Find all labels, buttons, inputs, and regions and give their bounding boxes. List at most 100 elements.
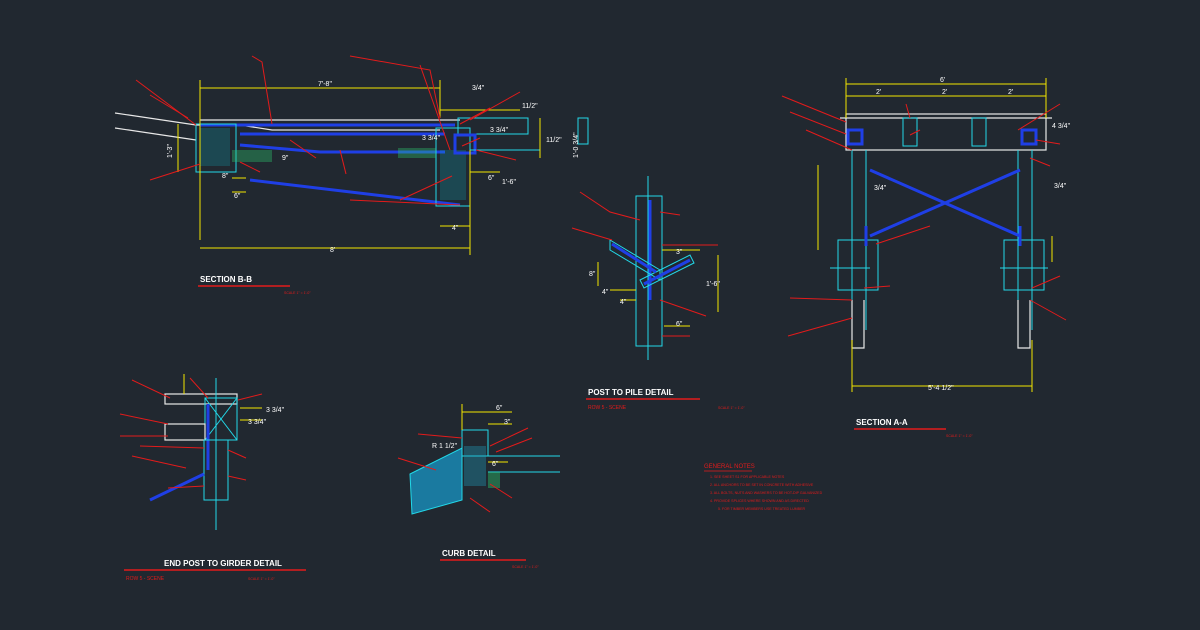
leader-stringer (475, 149, 517, 161)
section-bb-scale: SCALE 1" = 1'-0" (284, 291, 311, 295)
brace-steel-right (643, 258, 691, 286)
leader-plate (461, 137, 481, 147)
ep-leader-bolts (237, 393, 263, 401)
leader-thickened (239, 161, 261, 173)
aa-leader-mid-stringer (909, 129, 921, 136)
general-note-item: 4. PROVIDE SPLICES WHERE SHOWN AND AS DI… (710, 499, 809, 503)
dim-top-right: 3/4" (472, 85, 485, 92)
aa-leader-seal (1035, 139, 1061, 145)
leader-precast (339, 149, 347, 175)
ep-leader-girder (139, 445, 205, 449)
pp-dim-16-text: 1'-6" (706, 281, 720, 288)
general-note-item: 5. FOR TIMBER MEMBERS USE TREATED LUMBER (718, 507, 805, 511)
aa-dim-bottom-text: 5'-4 1/2" (928, 385, 954, 392)
curb-leader-soil (489, 483, 513, 499)
aa-leader-pile-right (1029, 299, 1067, 321)
curb-dim-6-text: 6" (492, 461, 499, 468)
aa-leader-anchor (805, 129, 853, 151)
general-notes: GENERAL NOTES 1. SEE SHEET S1 FOR APPLIC… (704, 464, 823, 511)
dim-left-height-text: 1'-3" (167, 144, 174, 158)
aa-left-pile (851, 300, 865, 349)
section-aa-title: SECTION A-A (856, 418, 908, 427)
leader-rebar-left (149, 163, 201, 181)
dim-1034-text: 1'-0 3/4" (573, 132, 580, 158)
ep-dim-a-text: 3 3/4" (266, 407, 285, 414)
right-steel-plate (453, 133, 477, 155)
ep-girder (164, 423, 206, 441)
curb-concrete (464, 446, 486, 486)
aa-dim-434-text: 4 3/4" (1052, 123, 1071, 130)
aa-blue-block-right (1020, 128, 1038, 146)
aa-left-cap (837, 239, 879, 291)
aa-brace-b (869, 168, 1021, 238)
curb-leader-reinforced (495, 437, 533, 453)
approach-line (114, 127, 197, 141)
girder-bottom-line (239, 143, 445, 154)
pp-leader-plate (659, 299, 707, 317)
pp-leader-top (579, 191, 641, 221)
post-pile-drawing: 3" 8" 4" 4" 1'-6" 6" POST TO PILE DETAIL… (571, 176, 745, 411)
curb-leader-wearing (489, 427, 529, 447)
leader-concrete (251, 55, 273, 125)
aa-leader-timber-pile (789, 297, 853, 301)
dim-334b-text: 3 3/4" (422, 135, 441, 142)
dim-4-text: 4" (452, 225, 459, 232)
pp-leader-brace (659, 211, 681, 216)
dim-bottom-span-text: 8' (330, 247, 335, 254)
right-soil-hatch (398, 148, 436, 158)
aa-deck-box (845, 113, 1047, 151)
dim-334a-text: 3 3/4" (490, 127, 509, 134)
leader-bolt (419, 64, 451, 151)
ep-leader-brace (131, 455, 187, 469)
ep-leader-anchor (189, 377, 209, 399)
aa-dim-2c-text: 2' (1008, 89, 1013, 96)
section-aa-drawing: 6' 2' 2' 2' 4 3/4" 3/4" 3/4" 5'-4 1/2" S… (781, 77, 1071, 438)
aa-right-cap (1003, 239, 1045, 291)
aa-leader-top-decking (905, 103, 911, 119)
aa-leader-pile-left (787, 317, 853, 337)
pp-dim-4a-text: 4" (602, 289, 609, 296)
aa-dim-r34-text: 3/4" (1054, 183, 1067, 190)
ep-deck (164, 393, 238, 405)
aa-leader-plate (1031, 275, 1061, 289)
post-pile-scale: SCALE 1" = 1'-0" (718, 406, 745, 410)
ep-dim-b-text: 3 3/4" (248, 419, 267, 426)
pile-outline (635, 195, 663, 347)
aa-leader-brace (875, 225, 931, 245)
dim-112-text: 11/2" (546, 137, 562, 144)
aa-dim-l34-text: 3/4" (874, 185, 887, 192)
general-note-item: 3. ALL BOLTS, NUTS AND WASHERS TO BE HOT… (710, 491, 823, 495)
leader-decking (469, 91, 521, 121)
dim-right-top-text: 11/2" (522, 103, 538, 110)
section-aa-scale: SCALE 1" = 1'-0" (946, 434, 973, 438)
curb-dim-top-text: 6" (496, 405, 503, 412)
pp-dim-6-text: 6" (676, 321, 683, 328)
leader-slab (149, 94, 189, 119)
brace-right (639, 254, 695, 289)
left-concrete-fill (200, 128, 230, 166)
ep-post-lower (203, 439, 229, 501)
pp-dim-8-text: 8" (589, 271, 596, 278)
curb-dim-radius-text: R 1 1/2" (432, 443, 458, 450)
dim-6a-right: 6" (488, 175, 495, 182)
ep-leader-decking (131, 379, 171, 399)
curb-soil (488, 472, 500, 488)
aa-leader-decking (781, 95, 847, 123)
right-end-block (577, 117, 589, 145)
ep-post-x-b (204, 397, 238, 441)
end-post-subtitle: ROW 5 - SCENE (126, 576, 165, 582)
dim-top-span: 7'-8" (318, 81, 332, 88)
ep-leader-stringer (119, 413, 169, 425)
aa-leader-girder (1017, 103, 1061, 131)
post-pile-title: POST TO PILE DETAIL (588, 388, 674, 397)
end-post-scale: SCALE 1" = 1'-0" (248, 577, 275, 581)
end-post-drawing: 3 3/4" 3 3/4" END POST TO GIRDER DETAIL … (119, 374, 306, 582)
right-concrete-fill (440, 150, 466, 200)
pp-leader-bolt (571, 227, 613, 241)
curb-dim-3-text: 3" (504, 419, 511, 426)
dim-9-text: 9" (282, 155, 289, 162)
general-note-item: 1. SEE SHEET S1 FOR APPLICABLE NOTES (710, 475, 785, 479)
curb-title: CURB DETAIL (442, 549, 496, 558)
general-note-item: 2. ALL ANCHORS TO BE SET IN CONCRETE WIT… (710, 483, 814, 487)
